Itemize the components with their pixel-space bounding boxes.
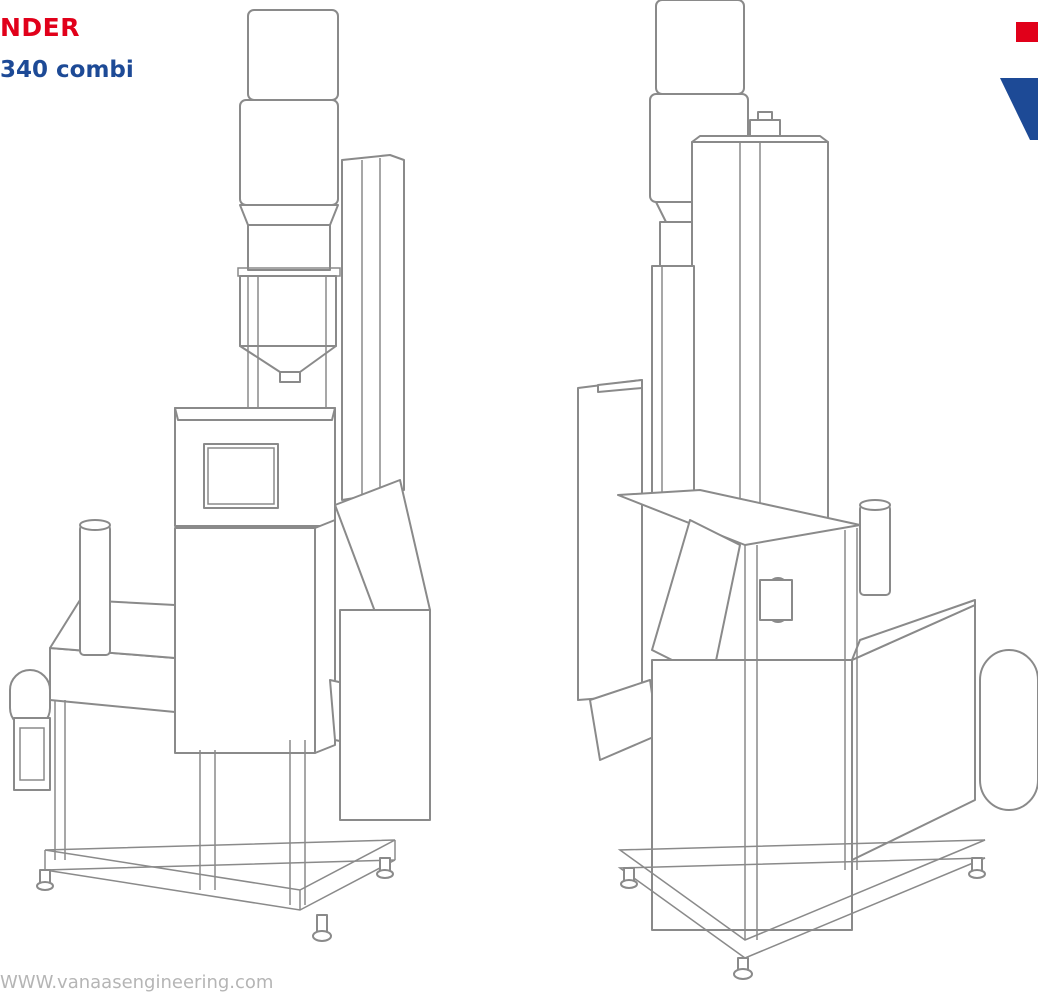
title-red: NDER [0, 13, 81, 42]
machine-left-view [9, 9, 431, 942]
website-url: WWW.vanaasengineering.com [0, 972, 274, 993]
machine-right-view [577, 0, 1038, 980]
company-logo-icon [1000, 22, 1038, 140]
title-blue: 340 combi [0, 57, 134, 83]
